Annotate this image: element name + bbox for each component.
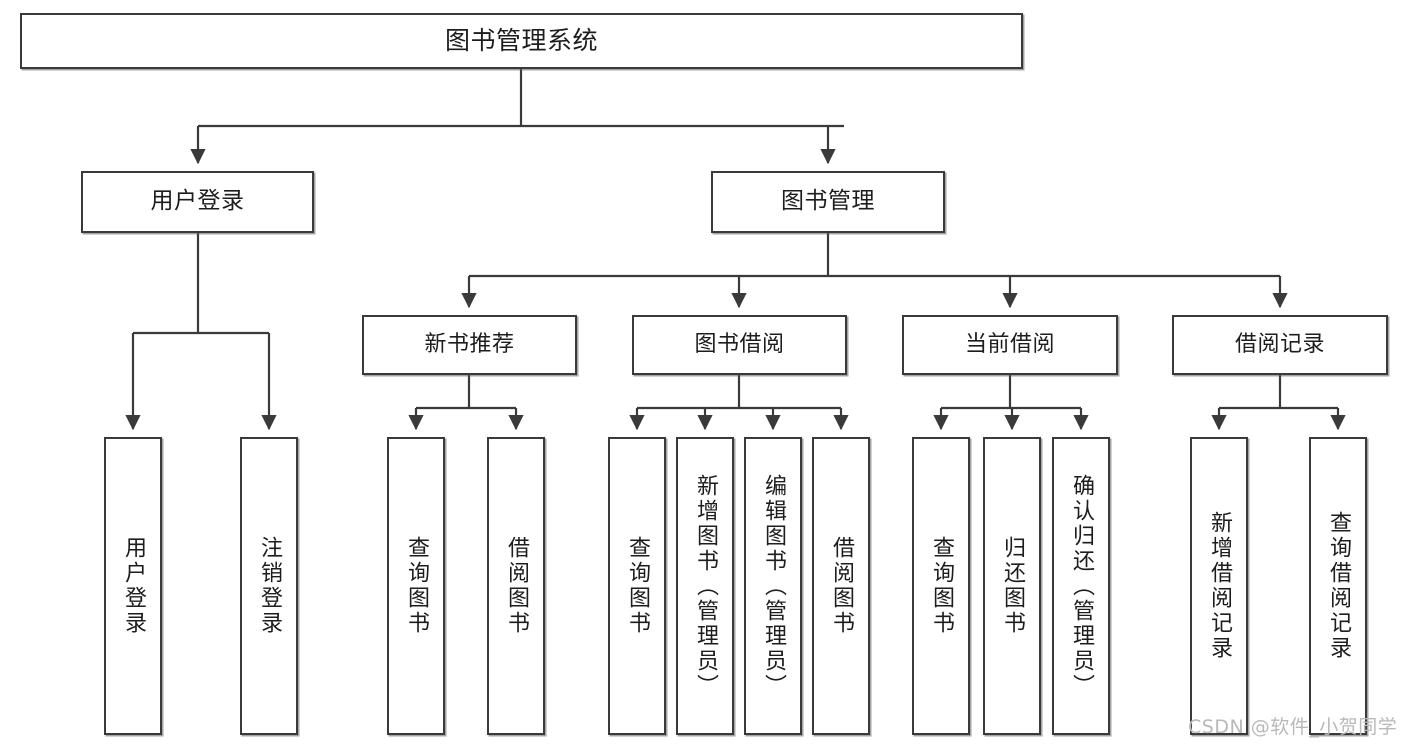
node-borrow-record[interactable]: 借阅记录 (1172, 315, 1388, 375)
node-label: 新增图书（管理员） (693, 473, 718, 699)
node-leaf-query-book-current[interactable]: 查询图书 (912, 437, 970, 735)
node-label: 当前借阅 (964, 332, 1055, 358)
node-label: 图书管理系统 (444, 26, 598, 56)
node-label: 图书借阅 (694, 332, 785, 358)
node-root-system[interactable]: 图书管理系统 (20, 13, 1023, 69)
node-leaf-user-login[interactable]: 用户登录 (104, 437, 162, 735)
node-leaf-user-logout[interactable]: 注销登录 (240, 437, 298, 735)
node-label: 归还图书 (1000, 536, 1025, 636)
node-book-borrow[interactable]: 图书借阅 (632, 315, 847, 375)
node-label: 用户登录 (121, 536, 146, 636)
node-label: 新增借阅记录 (1207, 511, 1232, 661)
node-label: 查询图书 (404, 536, 429, 636)
node-label: 借阅图书 (504, 536, 529, 636)
node-label: 图书管理 (781, 188, 875, 215)
node-leaf-confirm-return-admin[interactable]: 确认归还（管理员） (1052, 437, 1110, 735)
node-label: 查询图书 (929, 536, 954, 636)
watermark: CSDN @软件_小贺同学 (1188, 716, 1398, 738)
node-label: 新书推荐 (424, 332, 515, 358)
node-new-book-recommend[interactable]: 新书推荐 (362, 315, 577, 375)
node-label: 编辑图书（管理员） (761, 473, 786, 699)
node-leaf-borrow-book-recommend[interactable]: 借阅图书 (487, 437, 545, 735)
node-leaf-return-book[interactable]: 归还图书 (983, 437, 1041, 735)
node-label: 借阅记录 (1234, 332, 1325, 358)
node-label: 查询借阅记录 (1326, 511, 1351, 661)
node-current-borrow[interactable]: 当前借阅 (902, 315, 1118, 375)
node-leaf-query-book-borrow[interactable]: 查询图书 (608, 437, 666, 735)
node-leaf-add-borrow-record[interactable]: 新增借阅记录 (1190, 437, 1248, 735)
node-leaf-query-borrow-record[interactable]: 查询借阅记录 (1309, 437, 1367, 735)
node-leaf-add-book-admin[interactable]: 新增图书（管理员） (676, 437, 734, 735)
node-label: 注销登录 (257, 536, 282, 636)
node-label: 查询图书 (625, 536, 650, 636)
node-label: 借阅图书 (829, 536, 854, 636)
node-label: 确认归还（管理员） (1069, 473, 1094, 699)
node-label: 用户登录 (150, 188, 245, 215)
node-leaf-query-book-recommend[interactable]: 查询图书 (387, 437, 445, 735)
node-book-manage[interactable]: 图书管理 (711, 171, 945, 233)
node-user-login[interactable]: 用户登录 (81, 171, 314, 233)
node-leaf-borrow-book[interactable]: 借阅图书 (812, 437, 870, 735)
node-leaf-edit-book-admin[interactable]: 编辑图书（管理员） (744, 437, 802, 735)
